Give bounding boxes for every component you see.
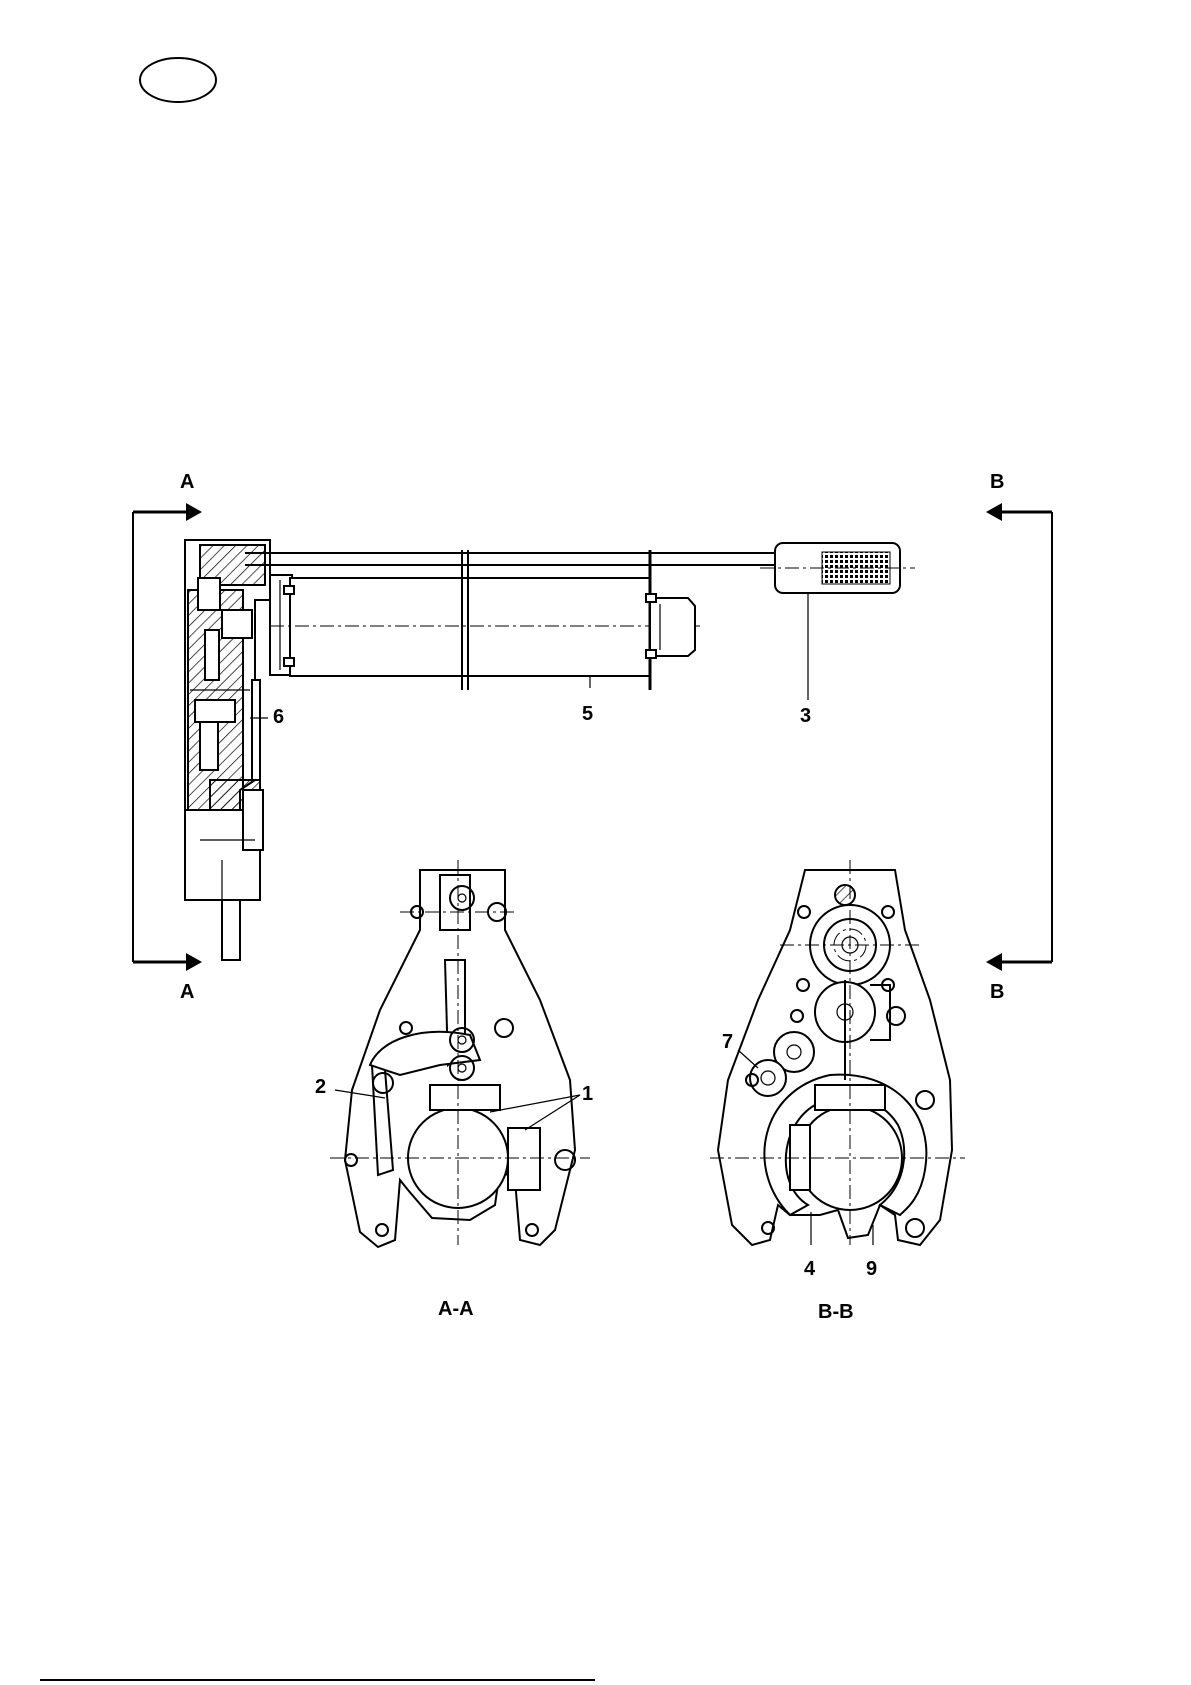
- caption-section-bb: B-B: [818, 1301, 854, 1323]
- motor-cylinder: [290, 578, 650, 676]
- part-number-6: 6: [273, 706, 284, 728]
- section-arrow-b-bottom: [986, 953, 1052, 971]
- section-mark-a-bottom: A: [180, 981, 194, 1003]
- part-number-2: 2: [315, 1076, 326, 1098]
- part-number-5: 5: [582, 703, 593, 725]
- caption-section-aa: A-A: [438, 1298, 474, 1320]
- section-arrow-a-bottom: [133, 953, 202, 971]
- part-number-1: 1: [582, 1083, 593, 1105]
- section-mark-a-top: A: [180, 471, 194, 493]
- section-arrow-b-top: [986, 503, 1052, 521]
- section-arrow-a-top: [133, 503, 202, 521]
- part-number-3: 3: [800, 705, 811, 727]
- section-aa-view: [330, 860, 590, 1247]
- part-number-4: 4: [804, 1258, 816, 1280]
- section-mark-b-bottom: B: [990, 981, 1004, 1003]
- section-bb-view: [710, 860, 965, 1245]
- language-badge-oval: [140, 58, 216, 102]
- section-mark-b-top: B: [990, 471, 1004, 493]
- part-number-9: 9: [866, 1258, 877, 1280]
- part-number-7: 7: [722, 1031, 733, 1053]
